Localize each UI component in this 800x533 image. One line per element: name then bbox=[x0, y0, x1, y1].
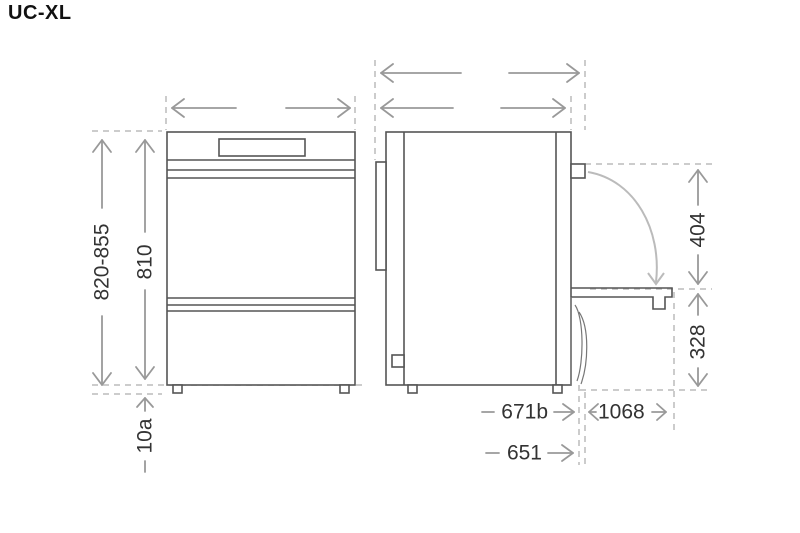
depth-with-handle-arrow bbox=[481, 403, 575, 421]
side-depth-arrow-top bbox=[380, 63, 580, 83]
side-foot-back bbox=[552, 384, 563, 394]
label-feet: 10a bbox=[134, 418, 157, 453]
body-height-arrow bbox=[135, 139, 155, 380]
door-swing-arc bbox=[587, 171, 658, 283]
label-depth: 651 bbox=[507, 442, 542, 465]
door-lower-panel bbox=[570, 297, 588, 385]
side-foot-front bbox=[407, 384, 418, 394]
overall-height-arrow bbox=[92, 139, 112, 386]
foot-left bbox=[172, 384, 183, 394]
diagram-title: UC-XL bbox=[8, 2, 72, 24]
depth-door-open-arrow bbox=[588, 403, 667, 421]
front-body bbox=[166, 131, 356, 386]
side-depth-arrow-second bbox=[380, 98, 566, 118]
front-width-arrow bbox=[171, 98, 351, 118]
side-body bbox=[385, 131, 572, 386]
label-overall-height: 820-855 bbox=[91, 223, 114, 300]
depth-arrow bbox=[485, 444, 574, 462]
open-door bbox=[571, 287, 673, 310]
door-open-height-arrow bbox=[688, 169, 708, 285]
side-view: 404 328 671b 1068 651 bbox=[374, 60, 712, 465]
label-depth-door-open: 1068 bbox=[598, 401, 645, 424]
door-height-arrow bbox=[688, 293, 708, 387]
label-body-height: 810 bbox=[134, 244, 157, 279]
front-handle bbox=[375, 161, 387, 271]
door-hinge bbox=[570, 163, 586, 179]
label-depth-with-handle: 671b bbox=[501, 401, 548, 424]
feet-arrow bbox=[136, 397, 154, 473]
foot-right bbox=[339, 384, 350, 394]
label-door-open-height: 404 bbox=[687, 212, 710, 247]
label-door-height: 328 bbox=[687, 324, 710, 359]
control-panel bbox=[218, 138, 306, 157]
front-button bbox=[391, 354, 405, 368]
front-view: 820-855 810 10a bbox=[91, 96, 362, 473]
